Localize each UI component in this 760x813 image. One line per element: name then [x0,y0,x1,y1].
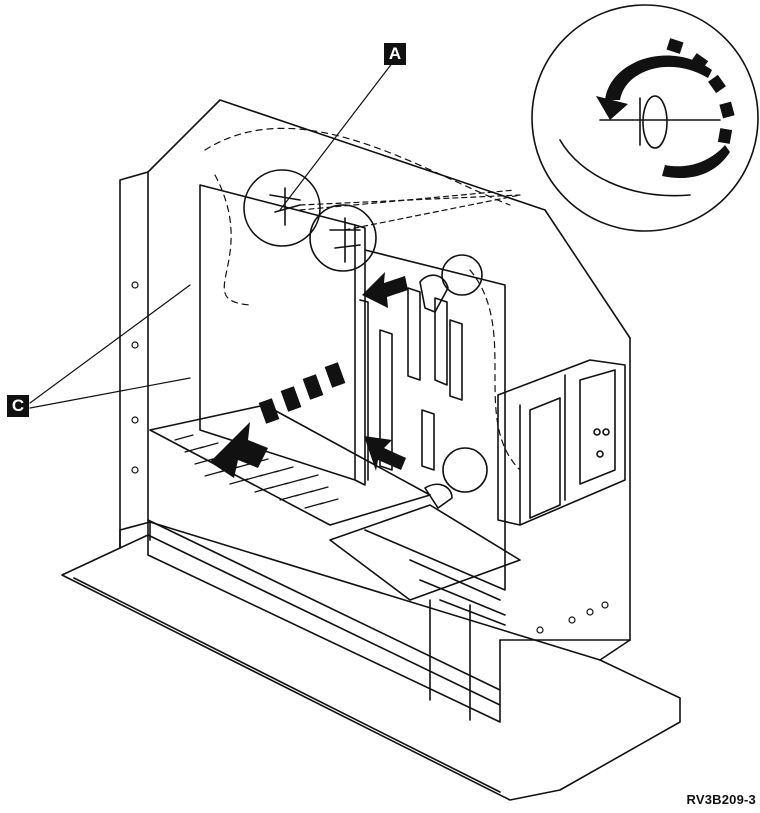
enclosure-frame [119,99,631,723]
push-arrow-top-icon [362,272,408,308]
magnified-view [531,4,759,232]
callout-a-leader [279,61,394,211]
rotation-arrow-icon [596,38,735,179]
lower-rails [329,504,521,721]
callout-label-c: C [7,395,29,417]
callout-c-leader [29,284,191,409]
card [199,184,369,486]
lever-top [419,254,483,313]
mounting-holes [131,281,609,634]
detail-circle-b [309,204,377,272]
drive-bay [497,359,626,526]
callout-label-a: A [384,43,406,65]
figure-id: RV3B209-3 [686,792,756,807]
backplane [364,249,506,591]
removal-arrow-icon [210,362,346,478]
lever-bottom [424,447,488,509]
cable-contour [204,127,521,471]
detail-circle-a [243,169,321,247]
vent-floor [149,404,431,526]
leader-lines [299,189,521,231]
push-arrow-bottom-icon [364,436,406,471]
